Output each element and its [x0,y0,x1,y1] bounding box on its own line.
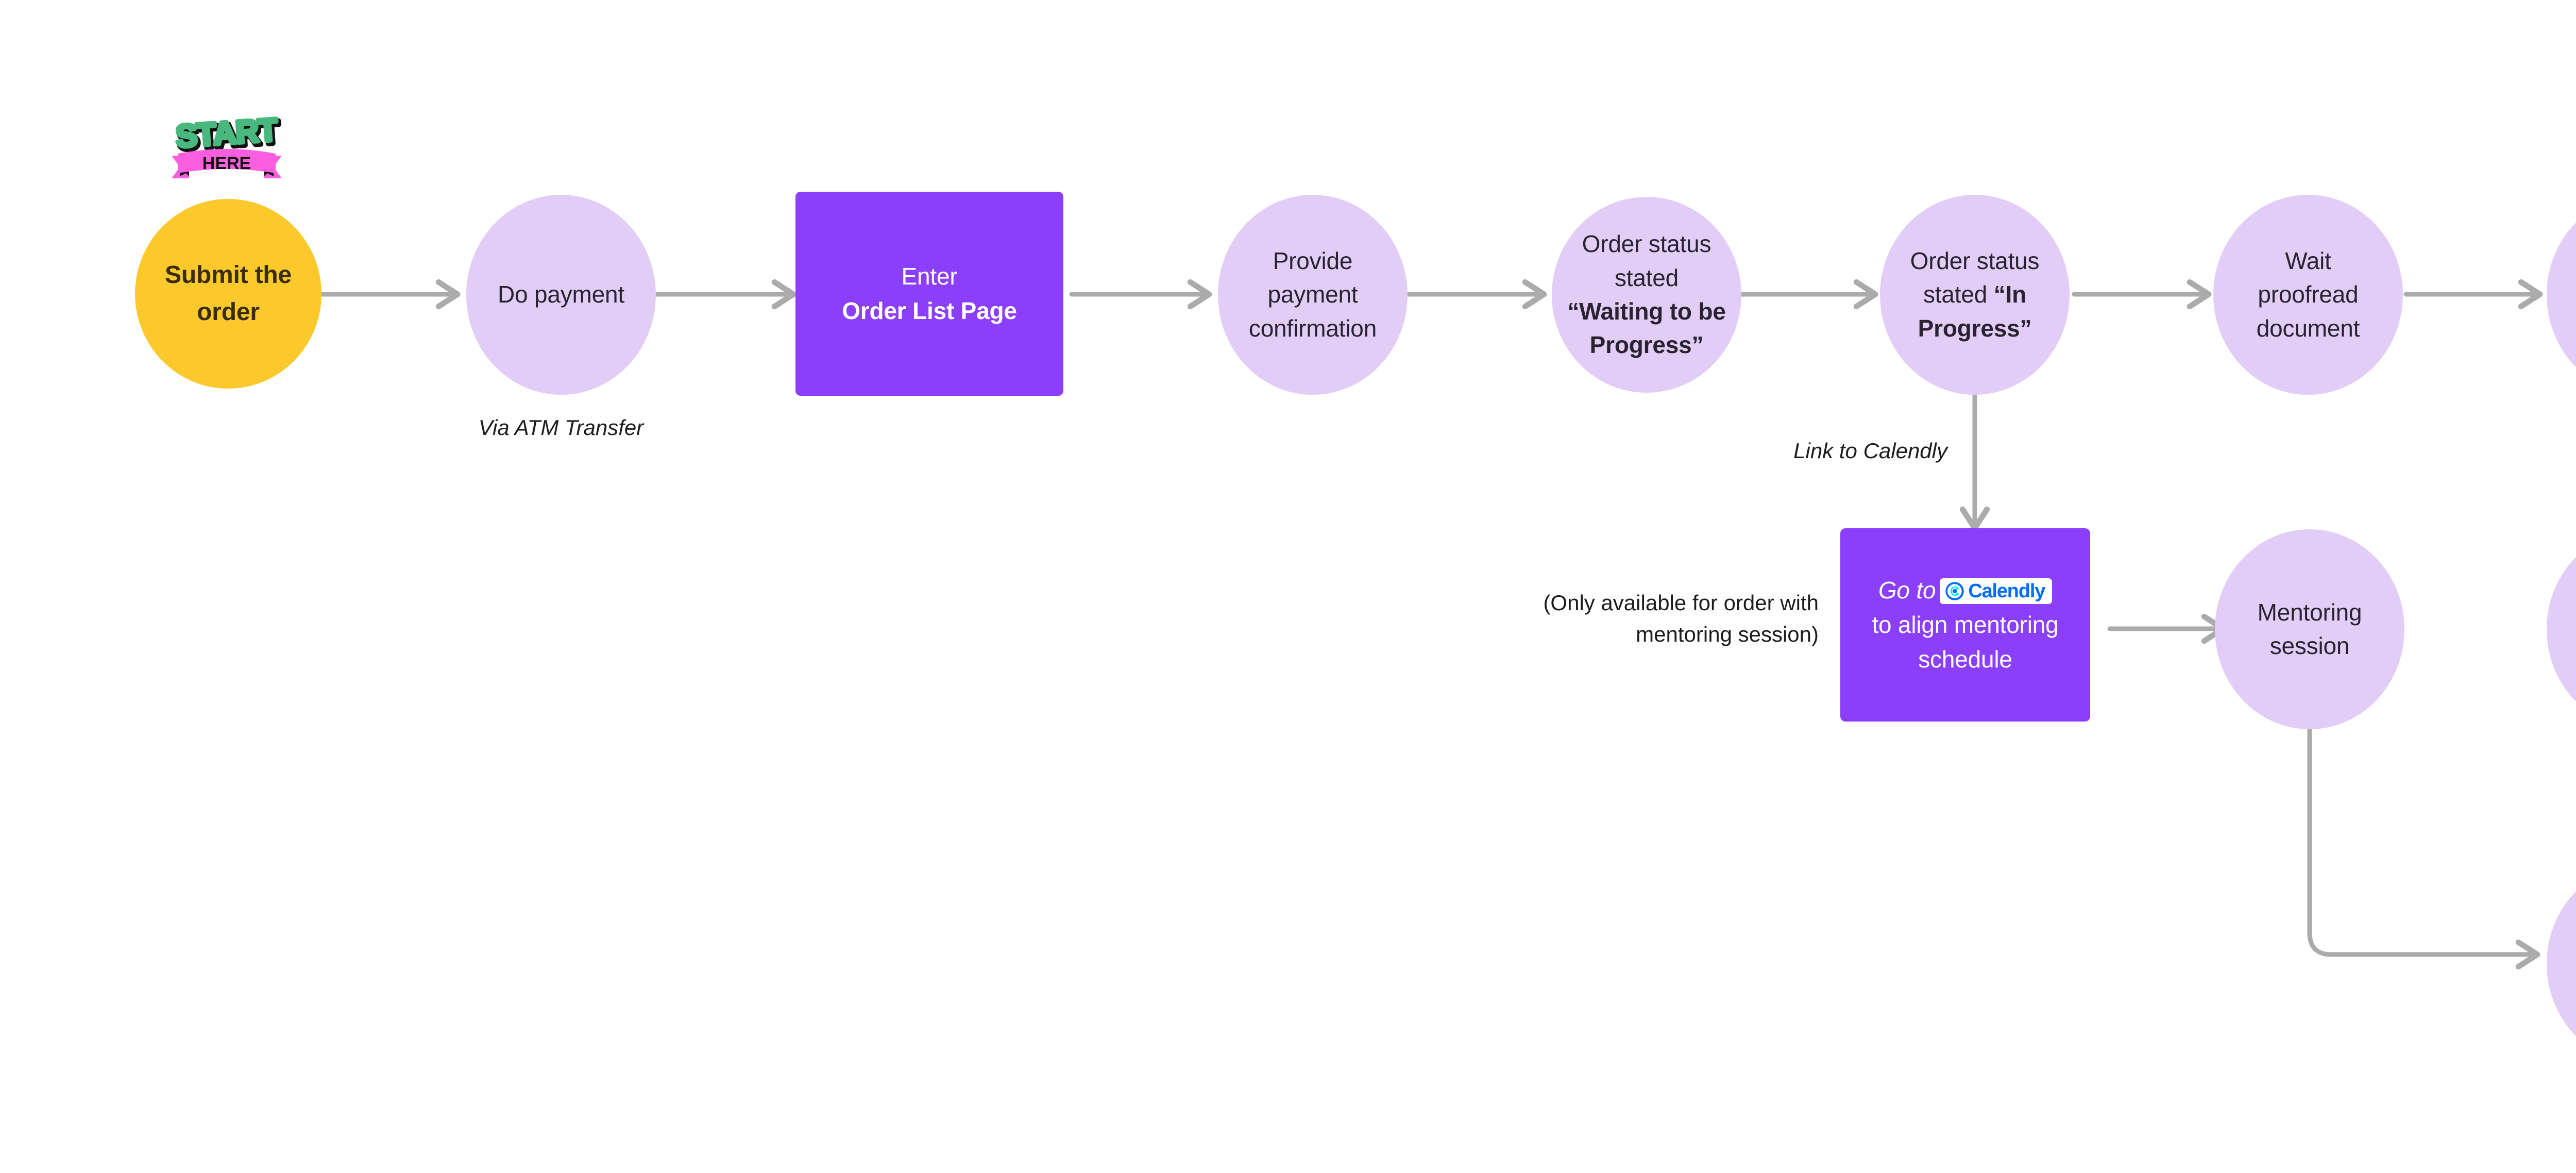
node-status-in-progress[interactable]: Order status stated “In Progress” [1880,195,2070,395]
caption-via-atm: Via ATM Transfer [478,415,644,440]
node-do-payment[interactable]: Do payment [466,195,656,395]
start-word: START [175,114,279,155]
node-provide-confirmation[interactable]: Provide payment confirmation [1218,195,1408,395]
caption-only-mentoring: (Only available for order with mentoring… [1543,591,1819,646]
node-go-to-calendly-text: Go to Calendly to align mentoring schedu… [1872,577,2059,673]
start-sticker: START START HERE [142,114,312,212]
calendly-wordmark: Calendly [1968,580,2045,602]
node-do-payment-text: Do payment [497,281,624,308]
node-download-proofread[interactable]: Download proofread document [2547,529,2576,729]
start-ribbon-label: HERE [202,154,251,173]
node-status-in-progress-text: Order status stated “In Progress” [1910,247,2040,342]
node-submit-order[interactable]: Submit the order [135,199,321,389]
node-status-waiting[interactable]: Order status stated “Waiting to be Progr… [1552,197,1741,393]
node-wait-proofread-text: Wait proofread document [2256,247,2360,342]
calendly-logo-icon [1945,582,1964,600]
edge-mentoring-to-done [2307,726,2540,970]
node-status-waiting-text: Order status stated “Waiting to be Progr… [1567,230,1726,359]
node-enter-order-list-text: Enter Order List Page [842,263,1017,324]
ribbon-band [178,149,276,173]
node-update-status-done[interactable]: Update order status “Done” [2547,864,2576,1064]
calendly-badge[interactable]: Calendly [1940,578,2053,605]
node-provide-confirmation-text: Provide payment confirmation [1248,247,1377,342]
go-to-label: Go to [1878,577,1936,604]
node-mentoring-session[interactable]: Mentoring session [2215,529,2404,729]
node-status-revised[interactable]: Order status stated “Revised” [2547,195,2576,395]
node-submit-order-text: Submit the order [165,261,292,326]
node-go-to-calendly[interactable]: Go to Calendly to align mentoring schedu… [1840,528,2090,722]
node-enter-order-list[interactable]: Enter Order List Page [795,192,1063,396]
caption-link-to-calendly: Link to Calendly [1793,439,1947,463]
node-mentoring-session-text: Mentoring session [2257,598,2362,659]
node-wait-proofread[interactable]: Wait proofread document [2213,195,2403,395]
